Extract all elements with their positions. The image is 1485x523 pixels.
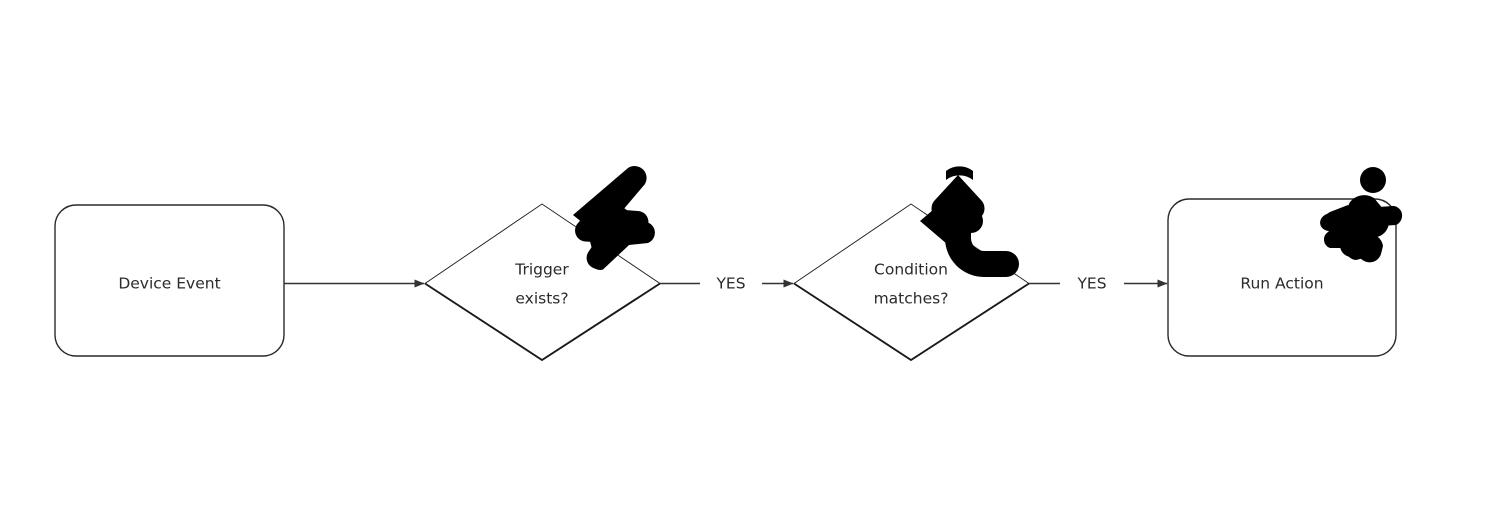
- edge-label-yes-2: YES: [1076, 275, 1106, 293]
- running-person-rear-hand: [1320, 212, 1342, 232]
- condition-matches-shape[interactable]: [793, 203, 1030, 361]
- lightning-bolt-lower-stroke: [586, 205, 648, 269]
- lightning-bolt-icon: [573, 166, 655, 270]
- edge-condition-to-action: YES: [1029, 275, 1168, 293]
- condition-matches-shape-heavy-edge: [793, 282, 1030, 362]
- node-device-event[interactable]: Device Event: [54, 204, 285, 357]
- running-person-front-hand: [1382, 206, 1402, 224]
- condition-matches-label-line2: matches?: [874, 290, 949, 308]
- running-person-trailing-foot: [1323, 227, 1354, 248]
- device-event-shape[interactable]: [54, 204, 285, 357]
- trigger-exists-shape-heavy-edge: [424, 282, 661, 362]
- run-action-label: Run Action: [1240, 275, 1323, 293]
- running-person-icon: [1320, 167, 1403, 263]
- trigger-exists-label-line1: Trigger: [514, 261, 569, 279]
- edge-label-yes-1: YES: [715, 275, 745, 293]
- running-person-head: [1360, 167, 1386, 193]
- branch-arrow-icon: [920, 166, 1019, 277]
- trigger-exists-label-line2: exists?: [515, 290, 568, 308]
- edge-trigger-to-condition: YES: [660, 275, 794, 293]
- node-condition-matches[interactable]: Condition matches?: [793, 203, 1030, 362]
- branch-arrow-left-head: [920, 196, 965, 246]
- device-event-label: Device Event: [118, 275, 220, 293]
- running-person-torso: [1338, 195, 1389, 244]
- branch-arrow-up-tip: [946, 166, 973, 180]
- condition-matches-label-line1: Condition: [874, 261, 948, 279]
- running-person-rear-shin: [1345, 242, 1374, 260]
- lightning-bolt-upper-stroke: [573, 166, 647, 237]
